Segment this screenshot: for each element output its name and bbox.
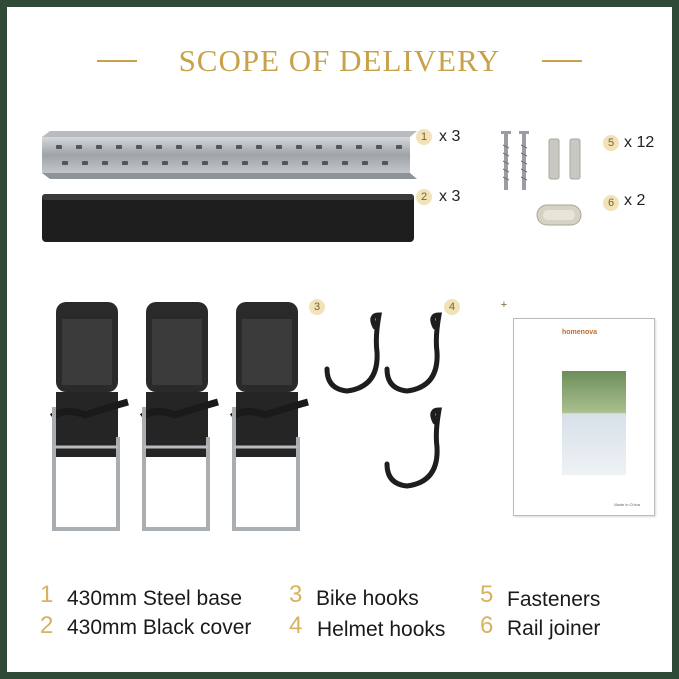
instruction-manual: homenova Made in China [513,318,655,516]
page-title: SCOPE OF DELIVERY [178,43,501,78]
legend-5-number: 5 [480,581,494,608]
fasteners-image [501,131,581,190]
legend-6-number: 6 [480,612,494,639]
product-card: SCOPE OF DELIVERY 1 x 3 2 x 3 [7,7,672,672]
rail-joiner-image [536,204,582,226]
item-2-quantity: x 3 [439,188,461,205]
title-left-rule [97,60,137,62]
legend-2-number: 2 [40,612,54,639]
item-5-badge: 5 [603,135,619,151]
legend-2-label: 430mm Black cover [67,616,252,639]
legend-1-number: 1 [40,581,54,608]
item-5-quantity: x 12 [624,134,655,151]
black-cover-image [42,194,414,242]
bike-hooks-image [49,302,309,531]
item-6-quantity: x 2 [624,192,646,209]
item-4-badge: 4 [444,299,460,315]
manual-footer: Made in China [614,502,640,507]
item-3-badge: 3 [309,299,325,315]
legend-4-number: 4 [289,612,303,639]
legend-3-label: Bike hooks [316,587,419,610]
legend-6-label: Rail joiner [507,617,601,640]
legend-4-label: Helmet hooks [317,618,446,641]
title-row: SCOPE OF DELIVERY [7,41,672,81]
item-6-badge: 6 [603,195,619,211]
helmet-hooks-image [324,312,442,489]
item-1-quantity: x 3 [439,128,461,145]
legend-5-label: Fasteners [507,588,601,611]
extra-plus-badge: + [500,299,508,311]
title-right-rule [542,60,582,62]
legend-3-number: 3 [289,581,303,608]
item-2-badge: 2 [416,189,432,205]
manual-cover-photo [562,371,626,475]
legend-1-label: 430mm Steel base [67,587,243,610]
item-1-badge: 1 [416,129,432,145]
steel-base-rail-image [42,131,417,179]
manual-brand: homenova [562,329,598,336]
